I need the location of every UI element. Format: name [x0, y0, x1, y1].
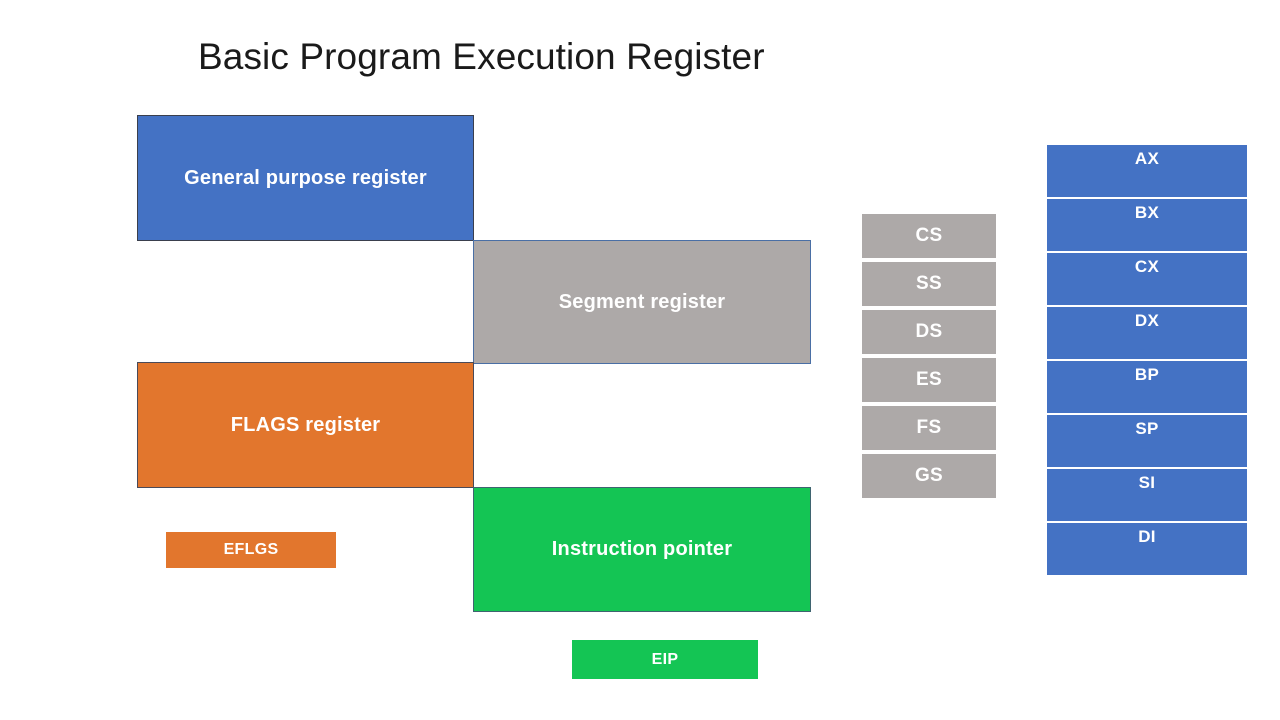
block-instruction-pointer-label: Instruction pointer	[551, 538, 733, 560]
tag-eip: EIP	[572, 640, 758, 679]
block-flags-register: FLAGS register	[137, 362, 474, 488]
block-general-purpose-register-label: General purpose register	[184, 166, 427, 189]
general-purpose-register-cell: CX	[1047, 253, 1247, 305]
general-purpose-register-cell-label: BP	[1134, 365, 1160, 384]
general-purpose-register-cell-label: SP	[1135, 419, 1159, 438]
general-purpose-register-stack: AX BX CX DX BP SP SI DI	[1047, 145, 1247, 575]
general-purpose-register-cell-label: BX	[1134, 203, 1160, 222]
general-purpose-register-cell: DX	[1047, 307, 1247, 359]
general-purpose-register-cell: BP	[1047, 361, 1247, 413]
segment-register-cell-label: ES	[916, 369, 942, 390]
segment-register-cell-label: CS	[915, 225, 943, 246]
page-title: Basic Program Execution Register	[198, 36, 765, 77]
general-purpose-register-cell-label: AX	[1134, 149, 1160, 168]
segment-register-stack: CS SS DS ES FS GS	[862, 214, 996, 498]
general-purpose-register-cell: SI	[1047, 469, 1247, 521]
general-purpose-register-cell: DI	[1047, 523, 1247, 575]
tag-eflgs: EFLGS	[166, 532, 336, 568]
segment-register-cell-label: GS	[914, 465, 944, 486]
block-general-purpose-register: General purpose register	[137, 115, 474, 241]
segment-register-cell-label: FS	[916, 417, 942, 438]
tag-eip-label: EIP	[651, 650, 679, 668]
segment-register-cell: ES	[862, 358, 996, 402]
tag-eflgs-label: EFLGS	[223, 541, 279, 558]
general-purpose-register-cell-label: DX	[1134, 311, 1160, 330]
block-segment-register-label: Segment register	[558, 290, 726, 313]
general-purpose-register-cell-label: DI	[1138, 527, 1156, 546]
general-purpose-register-cell-label: SI	[1138, 473, 1156, 492]
segment-register-cell: SS	[862, 262, 996, 306]
general-purpose-register-cell: SP	[1047, 415, 1247, 467]
segment-register-cell: GS	[862, 454, 996, 498]
segment-register-cell-label: DS	[915, 321, 943, 342]
block-flags-register-label: FLAGS register	[230, 413, 381, 436]
block-segment-register: Segment register	[473, 240, 811, 364]
segment-register-cell: CS	[862, 214, 996, 258]
segment-register-cell: FS	[862, 406, 996, 450]
general-purpose-register-cell: BX	[1047, 199, 1247, 251]
segment-register-cell: DS	[862, 310, 996, 354]
general-purpose-register-cell: AX	[1047, 145, 1247, 197]
block-instruction-pointer: Instruction pointer	[473, 487, 811, 612]
general-purpose-register-cell-label: CX	[1134, 257, 1160, 276]
segment-register-cell-label: SS	[916, 273, 942, 294]
